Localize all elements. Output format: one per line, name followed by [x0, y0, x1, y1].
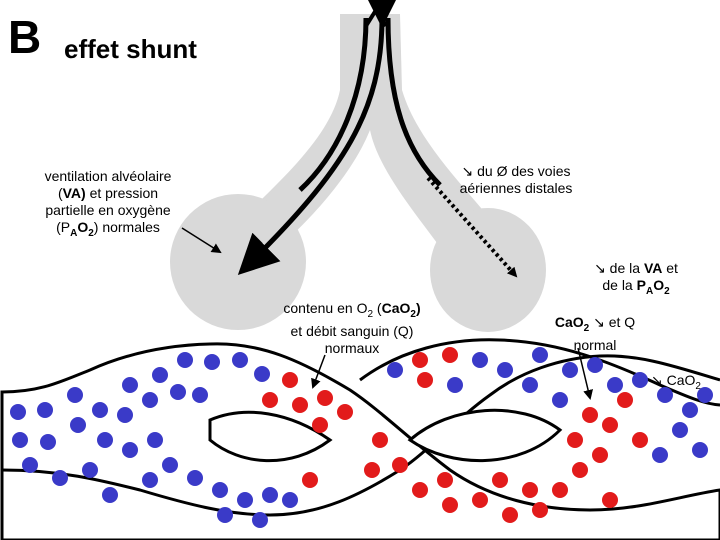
arterial-cell — [492, 472, 508, 488]
venous-cell — [562, 362, 578, 378]
venous-cell — [682, 402, 698, 418]
arterial-cell — [572, 462, 588, 478]
arterial-cell — [417, 372, 433, 388]
arterial-cell — [364, 462, 380, 478]
venous-cell — [12, 432, 28, 448]
venous-cell — [532, 347, 548, 363]
venous-cell — [22, 457, 38, 473]
venous-cell — [497, 362, 513, 378]
arterial-cell — [552, 482, 568, 498]
venous-cell — [192, 387, 208, 403]
label-contenu: contenu en O2 (CaO2) et débit sanguin (Q… — [283, 300, 421, 356]
venous-cell — [70, 417, 86, 433]
venous-cell — [387, 362, 403, 378]
venous-cell — [187, 470, 203, 486]
vessel-gap-left — [208, 410, 333, 463]
arterial-cell — [532, 502, 548, 518]
arterial-cell — [302, 472, 318, 488]
venous-cell — [552, 392, 568, 408]
venous-cell — [212, 482, 228, 498]
arterial-cell — [262, 392, 278, 408]
panel-letter: B — [8, 11, 42, 63]
venous-cell — [672, 422, 688, 438]
venous-cell — [522, 377, 538, 393]
venous-cell — [52, 470, 68, 486]
venous-cell — [204, 354, 220, 370]
arterial-cell — [522, 482, 538, 498]
label-airways: ↘ du Ø des voies aériennes distales — [459, 163, 573, 196]
label-cao2-q: CaO2 ↘ et Q normal — [554, 314, 636, 353]
diagram-title: effet shunt — [64, 34, 197, 64]
arterial-cell — [602, 492, 618, 508]
venous-cell — [147, 432, 163, 448]
venous-cell — [587, 357, 603, 373]
venous-cell — [142, 472, 158, 488]
label-va-pao2: ↘ de la VA et de la PAO2 — [594, 260, 678, 297]
venous-cell — [40, 434, 56, 450]
arterial-cell — [317, 390, 333, 406]
label-cao2-out: ↘ CaO2 — [651, 372, 701, 392]
arterial-cell — [502, 507, 518, 523]
venous-cell — [117, 407, 133, 423]
venous-cell — [632, 372, 648, 388]
venous-cell — [472, 352, 488, 368]
blood-cells — [10, 347, 713, 528]
venous-cell — [262, 487, 278, 503]
arterial-cell — [337, 404, 353, 420]
airflow-arrows — [237, 0, 518, 278]
arterial-cell — [292, 397, 308, 413]
venous-cell — [10, 404, 26, 420]
arterial-cell — [442, 347, 458, 363]
vessel-gap-right — [407, 408, 563, 462]
venous-cell — [177, 352, 193, 368]
arterial-cell — [567, 432, 583, 448]
arterial-cell — [412, 482, 428, 498]
arterial-cell — [282, 372, 298, 388]
alveolus-right — [430, 208, 546, 332]
venous-cell — [142, 392, 158, 408]
venous-cell — [162, 457, 178, 473]
venous-cell — [67, 387, 83, 403]
arterial-cell — [472, 492, 488, 508]
venous-cell — [122, 442, 138, 458]
venous-cell — [607, 377, 623, 393]
venous-cell — [254, 366, 270, 382]
label-ventilation: ventilation alvéolaire (VA) et pression … — [44, 168, 172, 239]
venous-cell — [657, 387, 673, 403]
arterial-cell — [617, 392, 633, 408]
arterial-cell — [372, 432, 388, 448]
venous-cell — [692, 442, 708, 458]
venous-cell — [282, 492, 298, 508]
arterial-cell — [437, 472, 453, 488]
venous-cell — [122, 377, 138, 393]
venous-cell — [447, 377, 463, 393]
venous-cell — [652, 447, 668, 463]
venous-cell — [697, 387, 713, 403]
arterial-cell — [442, 497, 458, 513]
arterial-cell — [632, 432, 648, 448]
venous-cell — [217, 507, 233, 523]
venous-cell — [170, 384, 186, 400]
venous-cell — [102, 487, 118, 503]
venous-cell — [37, 402, 53, 418]
venous-cell — [82, 462, 98, 478]
arterial-cell — [412, 352, 428, 368]
pointer-lines — [181, 227, 593, 400]
arterial-cell — [392, 457, 408, 473]
arterial-cell — [582, 407, 598, 423]
venous-cell — [152, 367, 168, 383]
venous-cell — [252, 512, 268, 528]
venous-cell — [232, 352, 248, 368]
venous-cell — [97, 432, 113, 448]
venous-cell — [92, 402, 108, 418]
arterial-cell — [592, 447, 608, 463]
venous-cell — [237, 492, 253, 508]
arterial-cell — [602, 417, 618, 433]
arterial-cell — [312, 417, 328, 433]
